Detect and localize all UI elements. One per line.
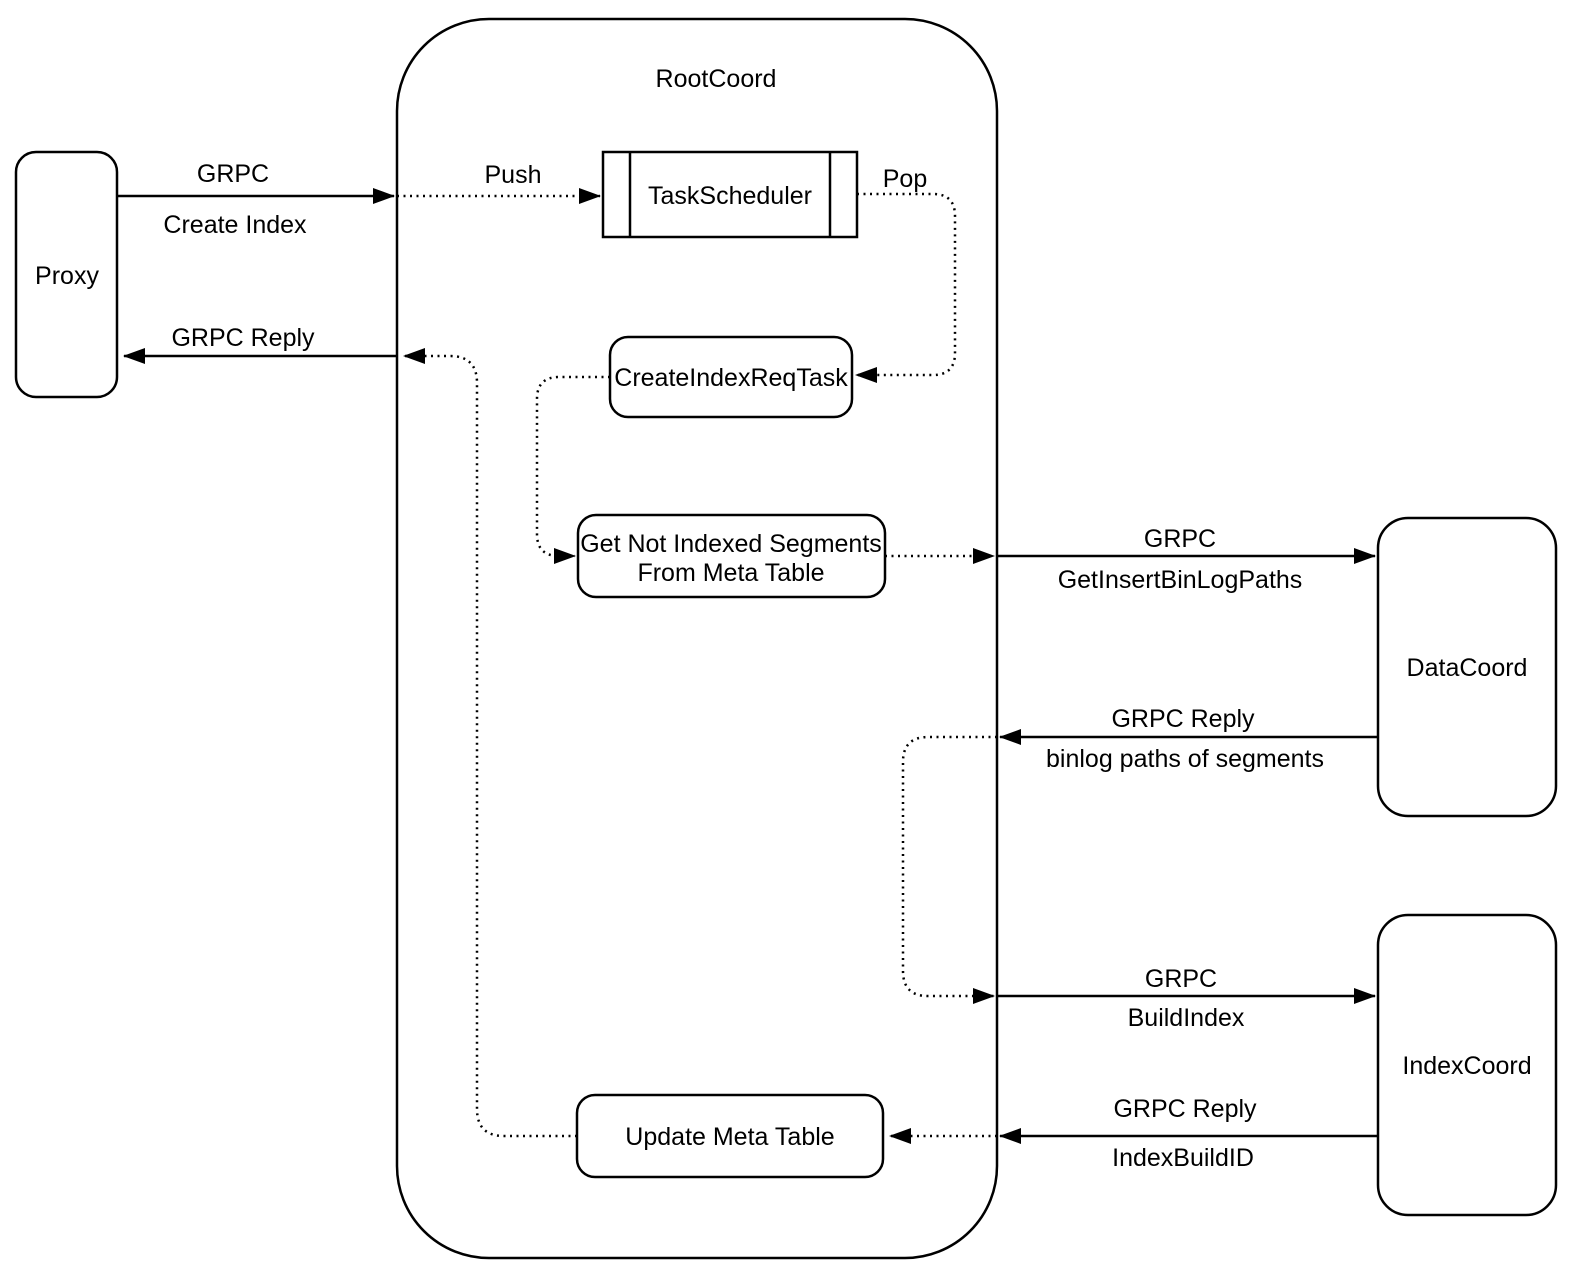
- edge-binlog-paths-reply-protocol: GRPC Reply: [1111, 705, 1255, 733]
- edge-binlog-paths-reply: GRPC Reply binlog paths of segments: [999, 705, 1378, 773]
- datacoord-box: [1376, 516, 1558, 818]
- proxy-label: Proxy: [35, 262, 99, 290]
- edge-pop-line: [855, 192, 957, 383]
- edge-reply-to-buildindex-loop-line: [901, 735, 997, 1004]
- edge-create-index-protocol: GRPC: [197, 160, 269, 188]
- rootcoord-container: RootCoord: [395, 17, 999, 1260]
- create-index-req-task-node: CreateIndexReqTask: [608, 335, 854, 419]
- update-meta-table-label: Update Meta Table: [625, 1123, 834, 1151]
- get-not-indexed-segments-node: Get Not Indexed Segments From Meta Table: [576, 513, 887, 599]
- edge-push: Push: [397, 161, 601, 204]
- edge-build-index: GRPC BuildIndex: [997, 965, 1376, 1032]
- edge-get-insert-binlog-paths-protocol: GRPC: [1144, 525, 1216, 553]
- edge-grpc-reply-to-proxy-protocol: GRPC Reply: [171, 324, 315, 352]
- datacoord-label: DataCoord: [1407, 654, 1528, 682]
- get-not-indexed-segments-label-line2: From Meta Table: [637, 559, 824, 587]
- edge-get-insert-binlog-paths: GRPC GetInsertBinLogPaths: [997, 525, 1376, 594]
- indexcoord-label: IndexCoord: [1402, 1052, 1531, 1080]
- create-index-req-task-label: CreateIndexReqTask: [614, 364, 848, 392]
- proxy-node: Proxy: [14, 150, 119, 399]
- edge-pop: Pop: [855, 165, 957, 383]
- edge-build-index-detail: BuildIndex: [1128, 1004, 1245, 1032]
- edge-index-build-id-reply-detail: IndexBuildID: [1112, 1144, 1254, 1172]
- task-scheduler-node: TaskScheduler: [601, 150, 859, 239]
- edge-get-insert-binlog-paths-detail: GetInsertBinLogPaths: [1058, 566, 1303, 594]
- rootcoord-label: RootCoord: [656, 65, 777, 93]
- get-not-indexed-segments-label-line1: Get Not Indexed Segments: [580, 530, 882, 558]
- edge-index-build-id-reply: GRPC Reply IndexBuildID: [999, 1095, 1378, 1172]
- edge-create-index: GRPC Create Index: [117, 160, 395, 239]
- update-meta-table-node: Update Meta Table: [575, 1093, 885, 1179]
- task-scheduler-label: TaskScheduler: [648, 182, 812, 210]
- edge-pop-label: Pop: [883, 165, 927, 193]
- edge-reqtask-to-getsegments: [535, 375, 610, 564]
- edge-create-index-detail: Create Index: [163, 211, 307, 239]
- datacoord-node: DataCoord: [1376, 516, 1558, 818]
- proxy-box: [14, 150, 119, 399]
- indexcoord-box: [1376, 913, 1558, 1217]
- edge-index-build-id-reply-protocol: GRPC Reply: [1113, 1095, 1257, 1123]
- edge-grpc-reply-to-proxy: GRPC Reply: [123, 324, 397, 364]
- edge-build-index-protocol: GRPC: [1145, 965, 1217, 993]
- rootcoord-box: [395, 17, 999, 1260]
- indexcoord-node: IndexCoord: [1376, 913, 1558, 1217]
- edge-binlog-paths-reply-detail: binlog paths of segments: [1046, 745, 1324, 773]
- edge-reply-to-buildindex-loop: [901, 735, 997, 1004]
- edge-push-label: Push: [485, 161, 542, 189]
- edge-reqtask-to-getsegments-line: [535, 375, 610, 564]
